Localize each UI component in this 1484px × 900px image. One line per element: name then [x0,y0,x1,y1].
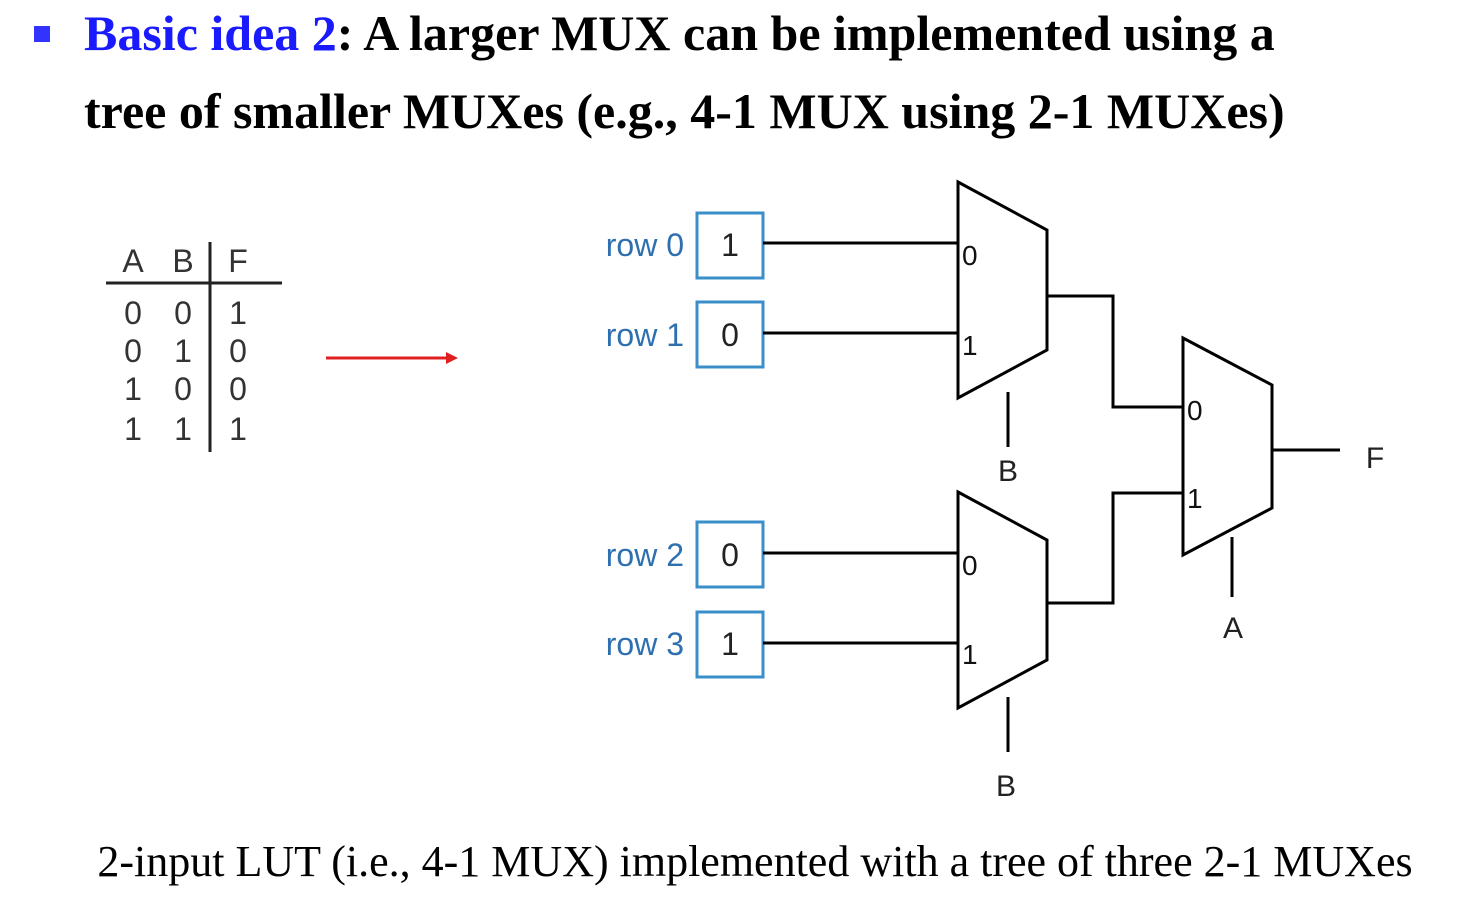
tt-cell: 1 [124,411,142,447]
heading-text: Basic idea 2: A larger MUX can be implem… [84,0,1464,150]
mux-bottom-input-0: 0 [962,550,978,581]
mux-shapes [956,179,1274,711]
arrow-icon [326,352,458,364]
tt-cell: 0 [229,333,247,369]
heading-line2: tree of smaller MUXes (e.g., 4-1 MUX usi… [84,83,1285,139]
lut-row-label: row 3 [606,626,684,662]
truth-table: A B F 0 0 1 0 1 0 1 0 0 1 1 1 [106,242,282,452]
tt-cell: 0 [174,371,192,407]
lut-cell-value: 1 [721,626,739,662]
lut-cell-value: 0 [721,317,739,353]
tt-cell: 1 [174,333,192,369]
mux-top-input-0: 0 [962,240,978,271]
lut-cell-value: 1 [721,227,739,263]
tt-cell: 1 [229,411,247,447]
tt-header-f: F [228,243,248,279]
mux-final [1181,335,1274,558]
lut-row-label: row 2 [606,537,684,573]
wires [763,241,1340,752]
lut-rows: row 0 1 row 1 0 row 2 0 row 3 1 [606,211,765,679]
tt-cell: 0 [229,371,247,407]
tt-header-b: B [172,243,193,279]
tt-cell: 1 [174,411,192,447]
output-label: F [1366,442,1384,475]
select-label-top: B [998,455,1018,488]
mux-top [956,179,1049,401]
lut-cell-box [695,211,765,280]
mux-final-input-0: 0 [1187,395,1203,426]
signal-labels: B B A F [996,442,1384,803]
mux-final-input-1: 1 [1187,483,1203,514]
tt-header-a: A [122,243,144,279]
tt-cell: 0 [124,333,142,369]
heading-highlight: Basic idea 2 [84,5,337,61]
lut-row-label: row 0 [606,227,684,263]
mux-top-input-1: 1 [962,330,978,361]
tt-cell: 1 [124,371,142,407]
mux-bottom [956,489,1049,711]
lut-row-label: row 1 [606,317,684,353]
select-label-final: A [1223,612,1243,645]
figure-caption: 2-input LUT (i.e., 4-1 MUX) implemented … [97,837,1413,886]
lut-cell-value: 0 [721,537,739,573]
mux-bottom-input-1: 1 [962,639,978,670]
lut-cell-box [695,520,765,589]
tt-cell: 0 [124,295,142,331]
bullet-marker-icon [34,26,50,42]
tt-cell: 0 [174,295,192,331]
select-label-bottom: B [996,770,1016,803]
tt-cell: 1 [229,295,247,331]
heading-line1-rest: : A larger MUX can be implemented using … [336,5,1275,61]
mux-input-labels: 0 1 0 1 0 1 [962,240,1203,670]
